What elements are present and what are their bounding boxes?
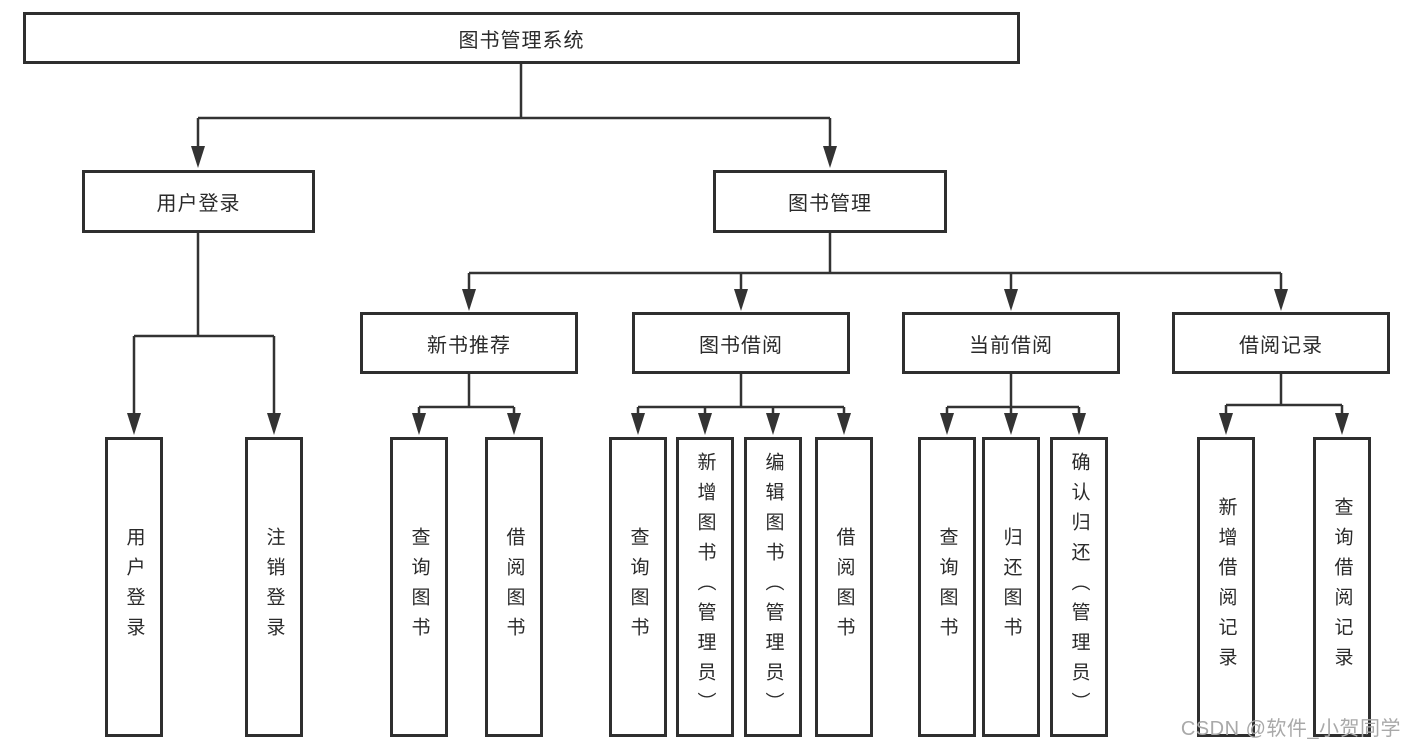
leaf-query-books-borrow: 查询图书: [609, 437, 667, 737]
connector-root-to-level2: [191, 64, 837, 168]
connector-user-login-to-leaves: [127, 233, 281, 435]
node-label: 借阅图书: [503, 527, 525, 647]
node-label: 新增借阅记录: [1215, 497, 1237, 677]
watermark: CSDN @软件_小贺同学: [1180, 718, 1401, 740]
node-label: 图书管理系统: [458, 29, 585, 52]
node-new-book-recommend: 新书推荐: [360, 312, 578, 374]
connector-book-management-to-level3: [462, 233, 1288, 311]
connector-records-to-leaves: [1219, 374, 1349, 435]
connector-current-to-leaves: [940, 374, 1086, 435]
node-label: 图书管理: [788, 193, 872, 215]
node-label: 新增图书（管理员）: [694, 452, 716, 722]
node-label: 当前借阅: [969, 334, 1053, 357]
node-current-borrow: 当前借阅: [902, 312, 1120, 374]
node-book-management: 图书管理: [713, 170, 947, 233]
leaf-logout-login: 注销登录: [245, 437, 303, 737]
node-label: 借阅图书: [833, 527, 855, 647]
node-label: 用户登录: [156, 193, 241, 215]
node-label: 确认归还（管理员）: [1068, 452, 1090, 722]
leaf-query-books-recommend: 查询图书: [390, 437, 448, 737]
node-book-borrow: 图书借阅: [632, 312, 850, 374]
leaf-borrow-books-recommend: 借阅图书: [485, 437, 543, 737]
node-label: 用户登录: [123, 527, 145, 647]
leaf-add-borrow-record: 新增借阅记录: [1197, 437, 1255, 737]
node-label: 查询图书: [936, 527, 958, 647]
node-label: 新书推荐: [427, 334, 511, 357]
leaf-user-login: 用户登录: [105, 437, 163, 737]
node-label: 编辑图书（管理员）: [762, 452, 784, 722]
node-borrow-records: 借阅记录: [1172, 312, 1390, 374]
connector-borrow-to-leaves: [631, 374, 851, 435]
node-label: 注销登录: [263, 527, 285, 647]
node-label: 查询图书: [408, 527, 430, 647]
node-label: 图书借阅: [699, 334, 783, 357]
leaf-borrow-books: 借阅图书: [815, 437, 873, 737]
leaf-edit-book-admin: 编辑图书（管理员）: [744, 437, 802, 737]
leaf-query-borrow-record: 查询借阅记录: [1313, 437, 1371, 737]
node-label: 查询图书: [627, 527, 649, 647]
leaf-add-book-admin: 新增图书（管理员）: [676, 437, 734, 737]
node-library-system: 图书管理系统: [23, 12, 1020, 64]
node-label: 借阅记录: [1239, 334, 1323, 357]
leaf-confirm-return-admin: 确认归还（管理员）: [1050, 437, 1108, 737]
node-label: 归还图书: [1000, 527, 1022, 647]
node-label: 查询借阅记录: [1331, 497, 1353, 677]
leaf-return-book: 归还图书: [982, 437, 1040, 737]
node-user-login: 用户登录: [82, 170, 315, 233]
leaf-query-books-current: 查询图书: [918, 437, 976, 737]
connector-recommend-to-leaves: [412, 374, 521, 435]
